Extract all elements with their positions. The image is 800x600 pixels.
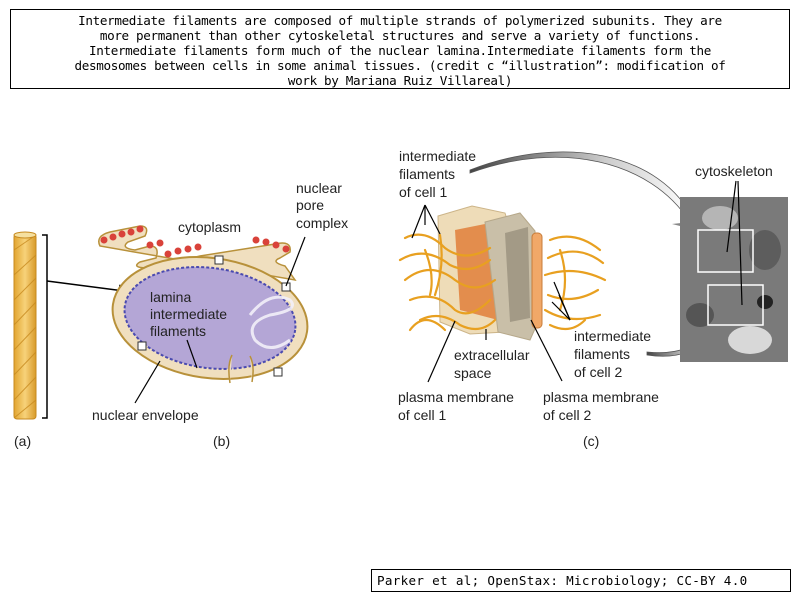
label-lamina-3: filaments [150,323,206,339]
label-if-cell2-1: intermediate [574,328,651,344]
nucleoplasm [123,266,297,370]
caption-line: more permanent than other cytoskeletal s… [99,28,701,43]
leader-lines [411,204,571,383]
figure: (a) (b) (c) cytoplasm nuclear pore compl… [13,148,788,449]
label-cytoskeleton: cytoskeleton [695,163,773,179]
credit-text: Parker et al; OpenStax: Microbiology; CC… [377,573,748,588]
label-lamina-2: intermediate [150,306,227,322]
nuclear-pores [137,255,291,377]
label-cytoplasm: cytoplasm [178,219,241,235]
label-extracellular-2: space [454,365,492,381]
credit-box: Parker et al; OpenStax: Microbiology; CC… [371,569,791,592]
panel-c-label: (c) [583,433,599,449]
label-lamina-1: lamina [150,289,191,305]
label-if-cell1-2: filaments [399,166,455,182]
panel-b-label: (b) [213,433,230,449]
ribosomes [100,225,290,258]
caption-box: Intermediate filaments are composed of m… [10,9,790,89]
label-if-cell1-3: of cell 1 [399,184,447,200]
label-pm-cell1-2: of cell 1 [398,407,446,423]
caption-line: Intermediate filaments are composed of m… [78,13,722,28]
filaments [398,233,607,332]
label-extracellular-1: extracellular [454,347,530,363]
label-if-cell1-1: intermediate [399,148,476,164]
panel-b-nucleus [98,225,309,404]
label-npc-1: nuclear [296,180,342,196]
label-nuclear-envelope: nuclear envelope [92,407,199,423]
panel-c-desmosome [398,151,788,383]
caption-line: work by Mariana Ruiz Villareal) [287,73,513,88]
label-pm-cell2-2: of cell 2 [543,407,591,423]
caption-line: desmosomes between cells in some animal … [74,58,726,73]
bracket [42,234,48,419]
label-pm-cell1-1: plasma membrane [398,389,514,405]
label-pm-cell2-1: plasma membrane [543,389,659,405]
panel-a-label: (a) [14,433,31,449]
panel-a-filament [13,231,134,420]
label-if-cell2-3: of cell 2 [574,364,622,380]
micrograph [680,180,788,362]
label-npc-3: complex [296,215,348,231]
curved-arrow-top [469,151,696,223]
caption-line: Intermediate filaments form much of the … [89,43,711,58]
label-if-cell2-2: filaments [574,346,630,362]
label-npc-2: pore [296,197,324,213]
